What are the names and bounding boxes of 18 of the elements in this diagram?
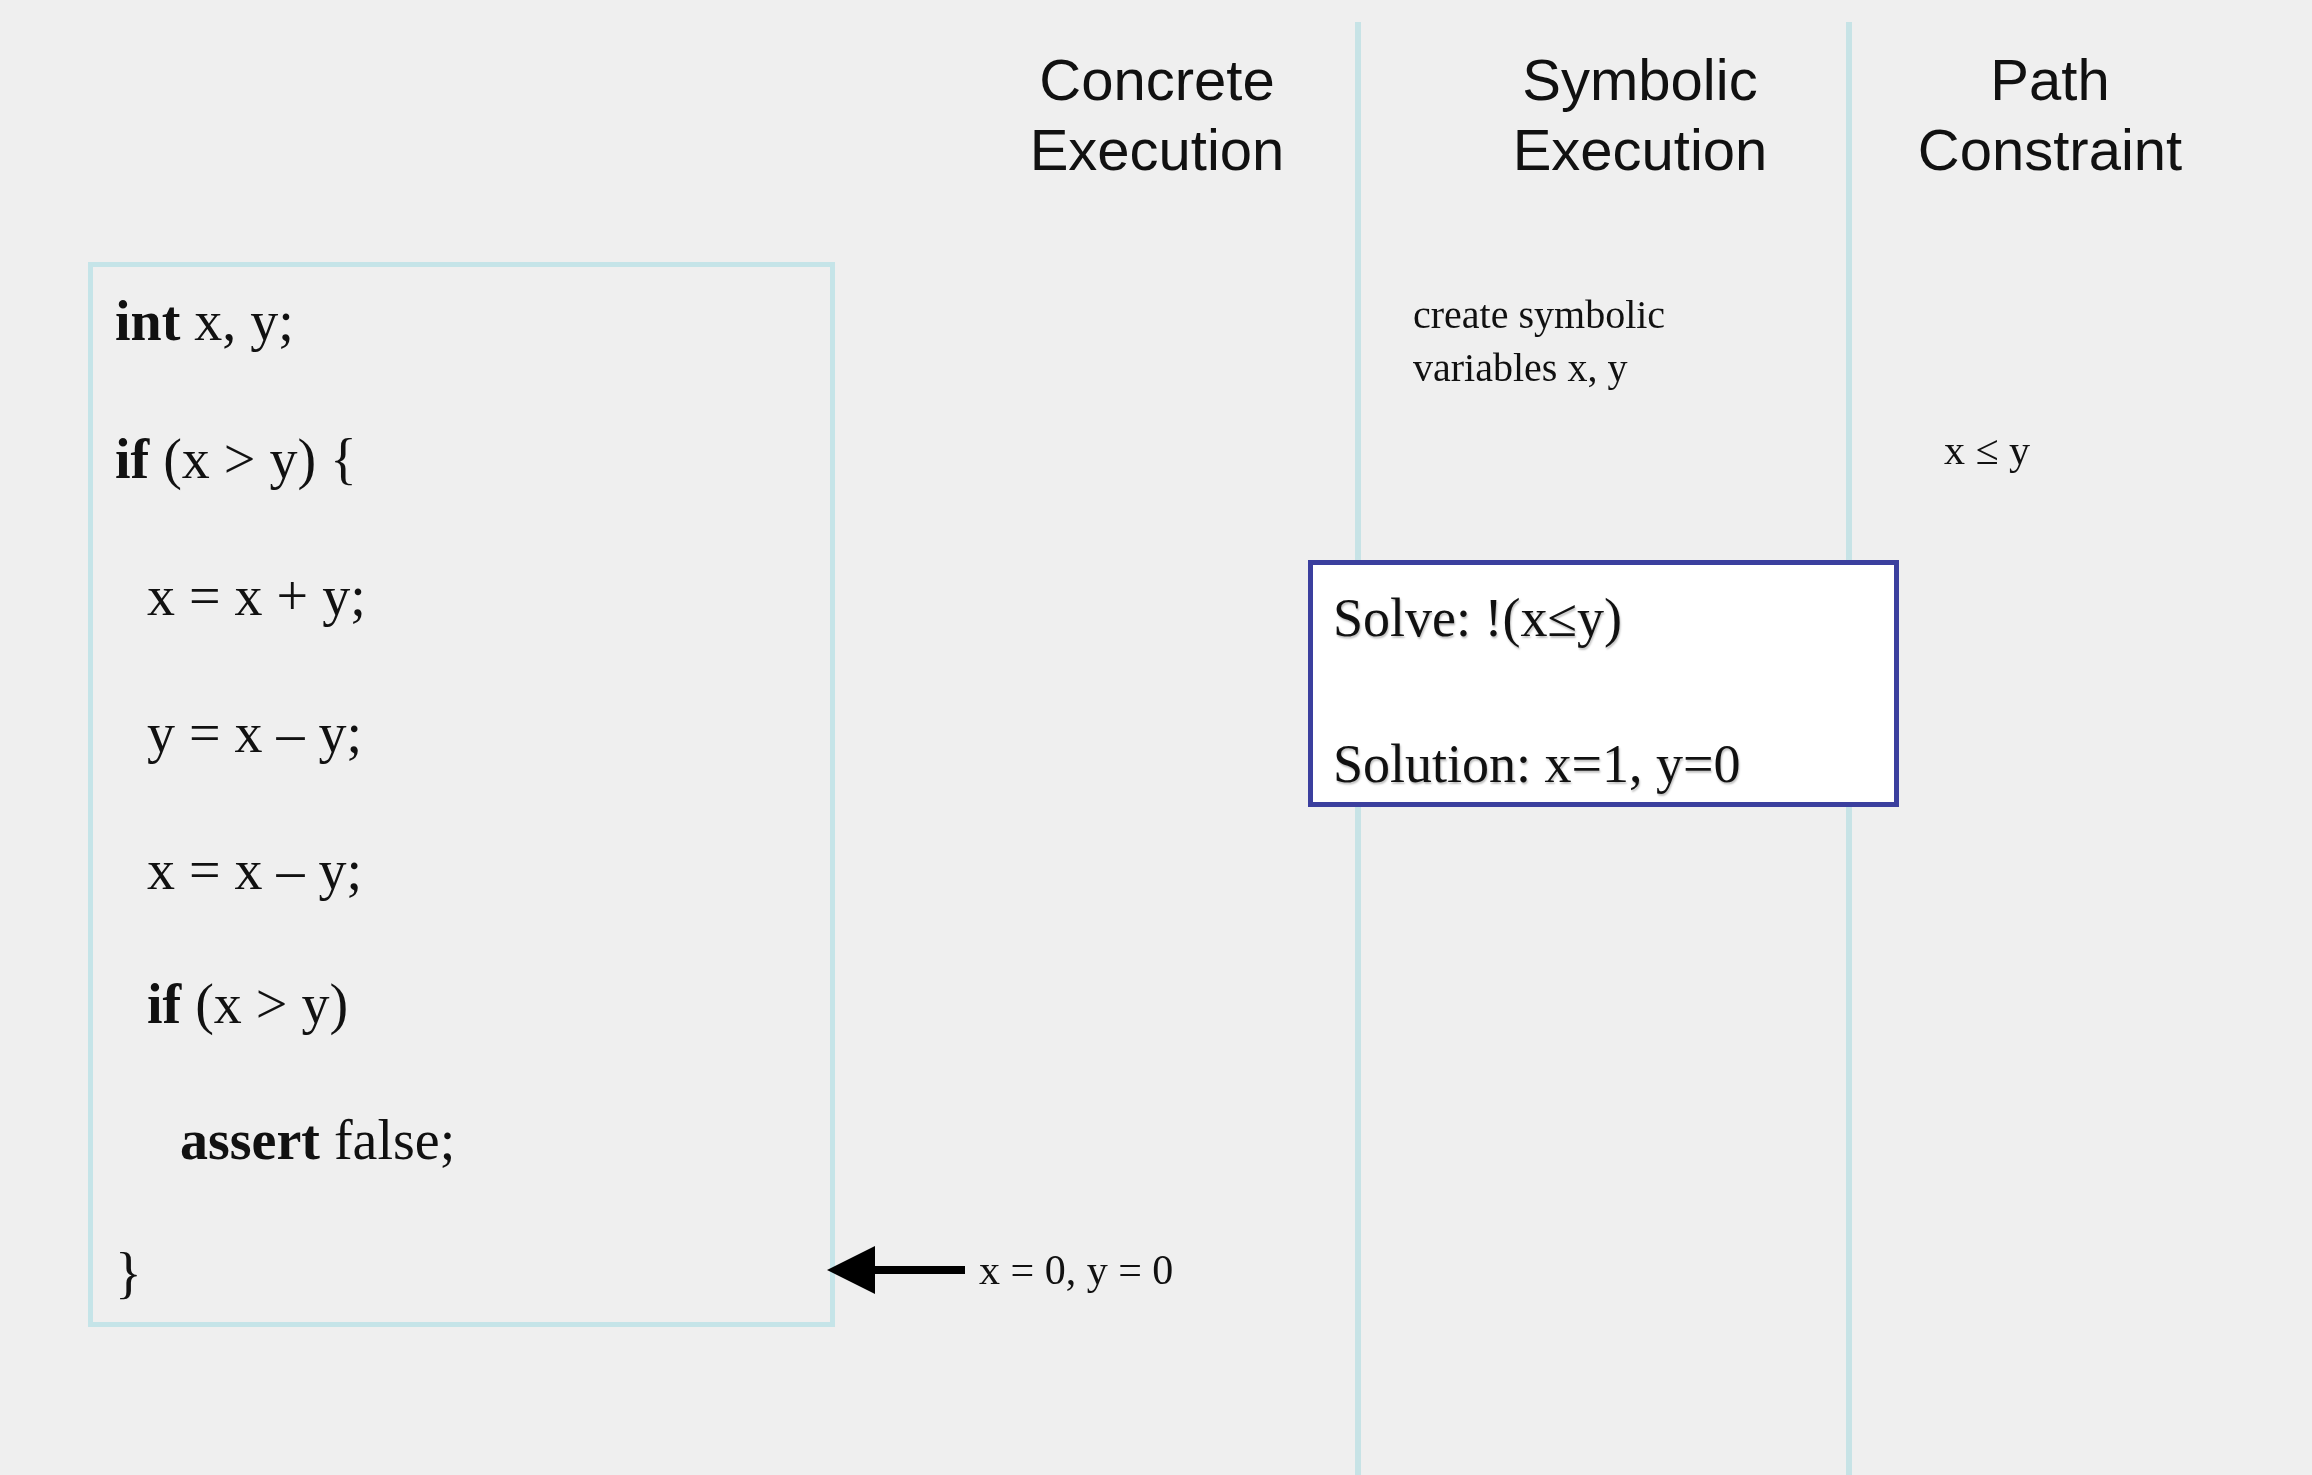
code-line: y = x – y;	[147, 701, 363, 765]
code-box	[88, 262, 835, 1327]
value-text: x = 0, y = 0	[979, 1246, 1174, 1294]
column-header: Path Constraint	[1916, 46, 2184, 184]
code-line: assert false;	[180, 1108, 456, 1172]
column-header: Symbolic Execution	[1511, 46, 1769, 184]
constraint-text: x ≤ y	[1944, 426, 2031, 474]
code-line: if (x > y) {	[115, 427, 357, 491]
solver-box	[1308, 560, 1899, 807]
code-line: }	[115, 1241, 142, 1305]
code-line: x = x + y;	[147, 564, 366, 628]
column-header: Concrete Execution	[1028, 46, 1286, 184]
solution-text: Solution: x=1, y=0	[1333, 733, 1741, 795]
note-text: create symbolic variables x, y	[1413, 291, 1667, 392]
code-line: int x, y;	[115, 289, 294, 353]
code-line: x = x – y;	[147, 838, 363, 902]
code-line: if (x > y)	[147, 972, 349, 1036]
solve-text: Solve: !(x≤y)	[1333, 587, 1623, 649]
